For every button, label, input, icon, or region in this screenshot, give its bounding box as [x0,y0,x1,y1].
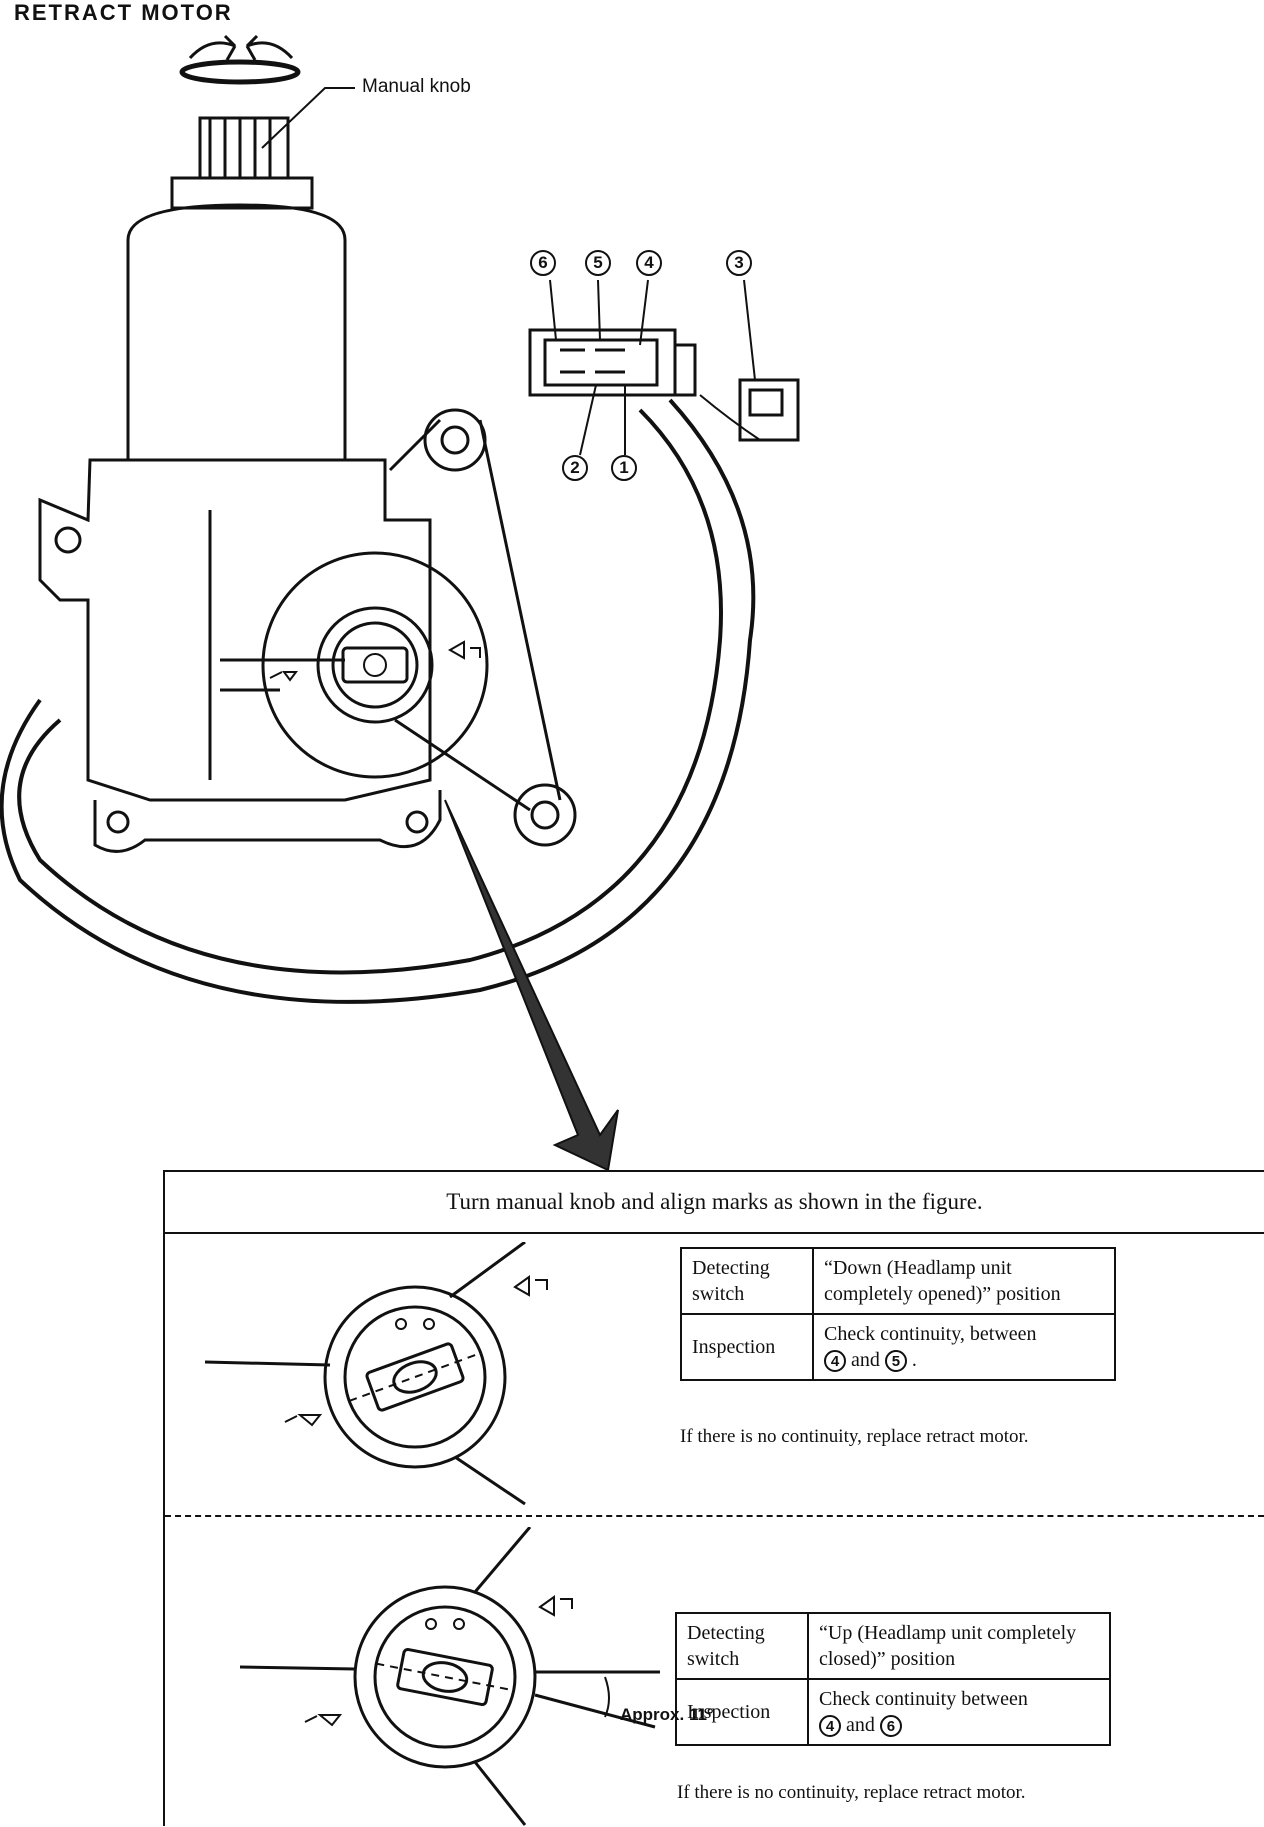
switch-dial [261,551,489,779]
up-position-table: Detecting switch “Up (Headlamp unit comp… [675,1612,1111,1746]
gearbox-body [38,458,432,802]
pin-label-4: 4 [636,250,662,276]
down-inspection-key: Inspection [680,1313,814,1381]
pin-label-6: 6 [530,250,556,276]
inspection-panel: Turn manual knob and align marks as show… [163,1170,1264,1826]
drive-arm [388,418,562,812]
up-inspection-value: Check continuity between 4 and 6 [807,1678,1111,1746]
pointer-arrow [444,799,619,1170]
down-position-table: Detecting switch “Down (Headlamp unit co… [680,1247,1116,1381]
terminal-4-icon: 4 [819,1715,841,1738]
wire-harness [17,408,723,975]
page-title: RETRACT MOTOR [14,0,233,25]
six-pin-connector [528,328,697,397]
down-detecting-switch-value: “Down (Headlamp unit completely opened)”… [812,1247,1116,1315]
up-position-dial [239,1527,660,1826]
retract-motor-illustration [0,34,800,1170]
terminal-5-icon: 5 [884,1350,907,1373]
rotation-arrows-icon [179,34,301,85]
down-inspection-value: Check continuity, between 4 and 5 . [812,1313,1116,1381]
panel-header: Turn manual knob and align marks as show… [165,1172,1264,1234]
single-pin-connector [699,279,800,442]
pin-label-3: 3 [726,250,752,276]
pin-label-2: 2 [562,455,588,481]
down-detecting-switch-key: Detecting switch [680,1247,814,1315]
down-position-dial [205,1242,548,1506]
up-inspection-key: Inspection [675,1678,809,1746]
up-detecting-switch-value: “Up (Headlamp unit completely closed)” p… [807,1612,1111,1680]
pin-label-5: 5 [585,250,611,276]
pin-label-1: 1 [611,455,637,481]
section-divider [165,1515,1264,1517]
down-note: If there is no continuity, replace retra… [680,1426,1029,1447]
up-detecting-switch-key: Detecting switch [675,1612,809,1680]
motor-housing [126,203,347,462]
terminal-6-icon: 6 [879,1715,902,1738]
up-note: If there is no continuity, replace retra… [677,1782,1026,1803]
manual-knob-label: Manual knob [362,76,471,97]
terminal-4-icon: 4 [824,1350,846,1373]
manual-knob [170,116,314,210]
